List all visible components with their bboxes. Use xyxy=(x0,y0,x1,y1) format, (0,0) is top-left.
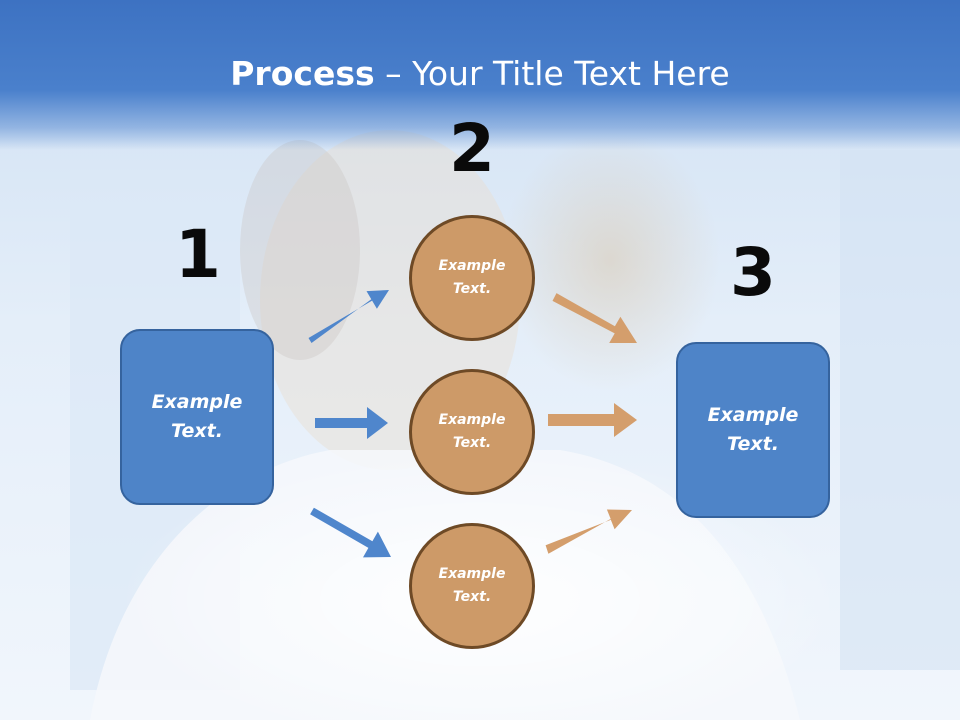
title-rest: – Your Title Text Here xyxy=(374,54,730,93)
step-number-3: 3 xyxy=(730,234,776,311)
arrow-to-circle-middle xyxy=(315,407,388,439)
circle-middle-line1: Example xyxy=(438,412,506,428)
step-number-1: 1 xyxy=(175,216,221,293)
process-circle-middle[interactable]: Example Text. xyxy=(409,369,535,495)
process-box-start[interactable]: Example Text. xyxy=(120,329,274,505)
title-bold: Process xyxy=(230,54,375,93)
circle-top-line2: Text. xyxy=(452,281,492,297)
circle-bottom-line2: Text. xyxy=(452,589,492,605)
arrow-to-circle-bottom xyxy=(310,507,391,558)
slide-title: Process – Your Title Text Here xyxy=(0,52,960,96)
arrow-from-circle-bottom xyxy=(545,509,632,554)
box-start-line2: Text. xyxy=(171,420,223,442)
process-box-end[interactable]: Example Text. xyxy=(676,342,830,518)
arrow-to-circle-top xyxy=(308,290,389,343)
step-number-2: 2 xyxy=(449,110,495,187)
arrow-from-circle-middle xyxy=(548,403,637,437)
box-start-line1: Example xyxy=(151,391,243,413)
process-circle-top[interactable]: Example Text. xyxy=(409,215,535,341)
box-end-line2: Text. xyxy=(727,433,779,455)
circle-middle-line2: Text. xyxy=(452,435,492,451)
box-end-line1: Example xyxy=(707,404,799,426)
arrow-from-circle-top xyxy=(552,293,637,343)
process-circle-bottom[interactable]: Example Text. xyxy=(409,523,535,649)
circle-bottom-line1: Example xyxy=(438,566,506,582)
title-bar xyxy=(0,0,960,150)
circle-top-line1: Example xyxy=(438,258,506,274)
